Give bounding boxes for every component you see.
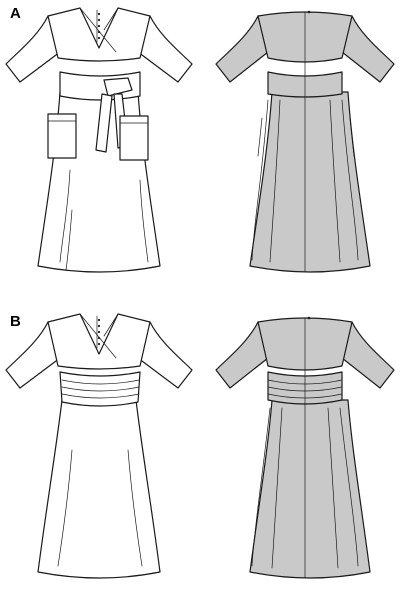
view-b-front-dress [5,313,193,579]
left-sleeve-b [5,321,61,389]
view-a-front-dress [5,7,193,273]
view-b-label: B [10,313,21,330]
front-bodice-b [47,313,151,370]
back-left-sleeve-b [215,321,269,389]
back-right-sleeve-b [341,321,395,389]
patch-pocket-right [119,115,149,161]
belt-tie-end-left [95,93,113,153]
placket-buttons-b [97,318,101,346]
front-bodice [47,7,151,62]
view-a-label: A [10,5,21,22]
belt-bow [103,77,133,97]
left-sleeve [5,15,61,83]
back-skirt [249,91,371,273]
front-skirt-b [37,399,161,579]
patch-pocket-left [47,113,77,159]
placket-buttons [97,12,101,40]
view-b-back-dress [215,316,395,579]
back-left-sleeve [215,15,269,83]
right-sleeve [137,15,193,83]
right-sleeve-b [137,321,193,389]
view-a-back-dress [215,10,395,273]
back-right-sleeve [341,15,395,83]
